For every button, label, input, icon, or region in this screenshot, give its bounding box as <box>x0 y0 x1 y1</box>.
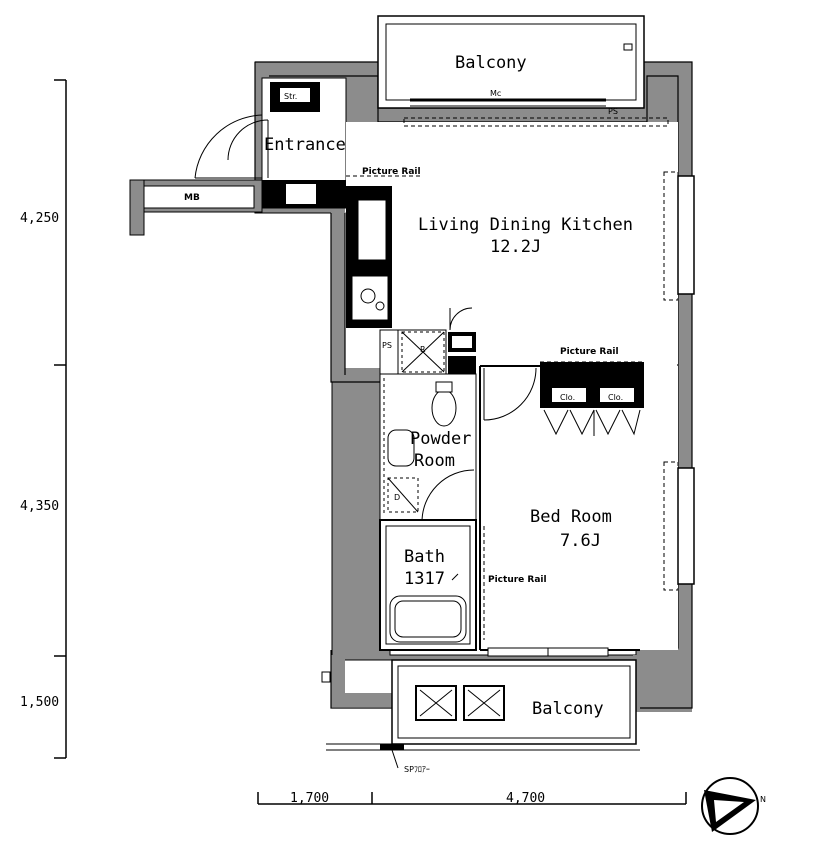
sp-label: SPﾌﾛｱｰ <box>404 765 430 774</box>
bedroom <box>479 361 695 651</box>
powder-room <box>379 373 477 523</box>
entrance-label: Entrance <box>264 135 346 155</box>
mb-label: MB <box>184 193 200 203</box>
bath-size: 1317 <box>404 569 445 589</box>
bath <box>379 519 477 651</box>
bottom-dimension-line <box>257 792 687 805</box>
balcony-top-label: Balcony <box>455 53 527 73</box>
dim-bottom-1: 1,700 <box>290 791 329 806</box>
dim-left-3: 1,500 <box>20 695 59 710</box>
utility-strip <box>379 307 476 380</box>
dim-left-2: 4,350 <box>20 499 59 514</box>
ldk <box>346 117 695 364</box>
dim-bottom-2: 4,700 <box>506 791 545 806</box>
balcony-top <box>377 15 645 109</box>
ldk-size: 12.2J <box>490 237 541 257</box>
picture-rail-label-3: Picture Rail <box>488 575 547 585</box>
clo-label-2: Clo. <box>608 393 623 402</box>
ps-label-2: PS <box>608 107 618 116</box>
picture-rail-label-2: Picture Rail <box>560 347 619 357</box>
ldk-name: Living Dining Kitchen <box>418 215 633 235</box>
bath-name: Bath <box>404 547 445 567</box>
clo-label-1: Clo. <box>560 393 575 402</box>
powder-label-1: Powder <box>410 429 471 449</box>
entrance <box>194 77 347 209</box>
north-arrow-icon: N <box>701 777 766 835</box>
powder-label-2: Room <box>414 451 455 471</box>
mb-cabinet <box>129 179 263 236</box>
r-label: R <box>420 345 426 354</box>
balcony-bottom <box>321 647 640 769</box>
d-label: D <box>394 493 400 502</box>
balcony-bottom-label: Balcony <box>532 699 604 719</box>
mc-label: Mc <box>490 89 501 98</box>
ps-label-1: PS <box>382 341 392 350</box>
picture-rail-label-1: Picture Rail <box>362 167 421 177</box>
str-label: Str. <box>284 92 297 101</box>
bedroom-size: 7.6J <box>560 531 601 551</box>
dim-left-1: 4,250 <box>20 211 59 226</box>
svg-text:N: N <box>760 795 766 804</box>
left-dimension-line <box>54 79 67 759</box>
bedroom-name: Bed Room <box>530 507 612 527</box>
